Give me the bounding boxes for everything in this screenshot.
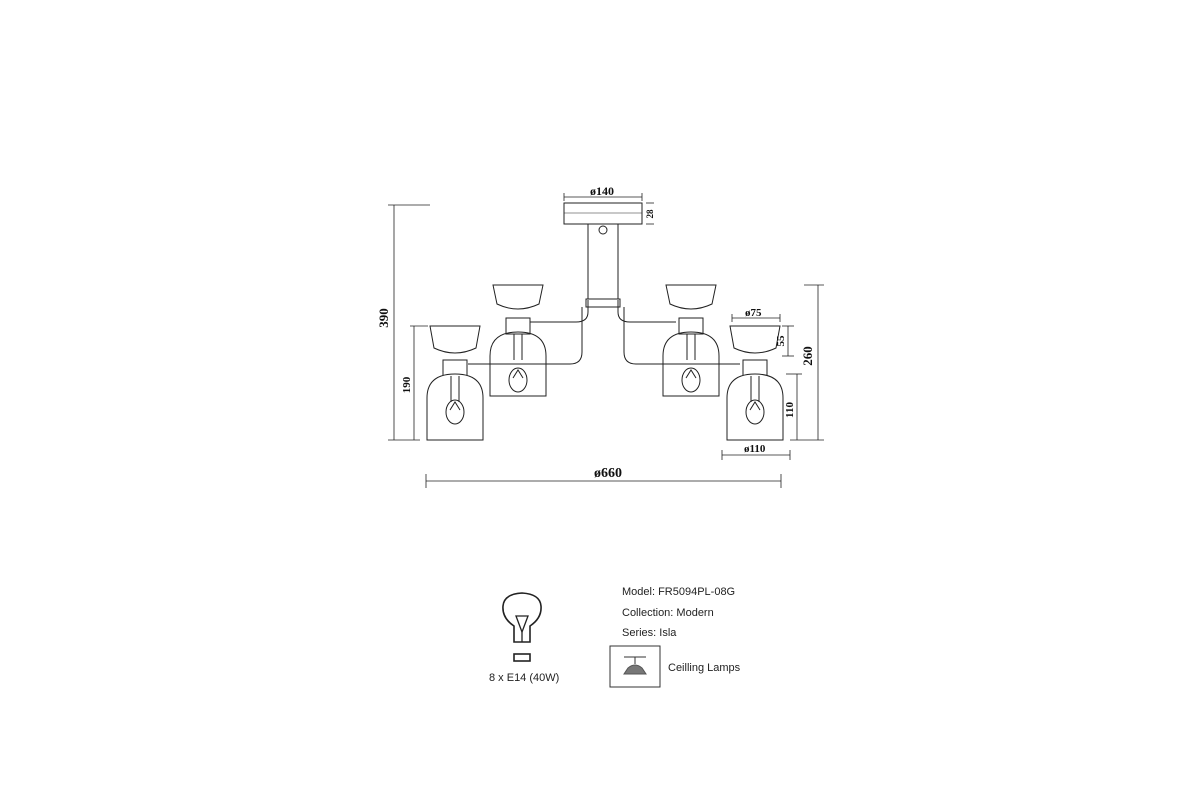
ceiling-lamp-icon [609, 645, 661, 688]
dim-base-diameter: ø140 [590, 184, 614, 198]
lamp-arms [468, 300, 740, 365]
lamp-back-left [489, 284, 547, 397]
light-bulb-icon [502, 592, 542, 662]
dim-top-glass-height: 55 [775, 335, 787, 347]
dim-drop-height: 260 [800, 346, 815, 366]
dim-bottom-glass-height: 110 [784, 402, 796, 418]
bulb-spec-label: 8 x E14 (40W) [489, 672, 560, 684]
dim-top-glass-diameter: ø75 [745, 307, 762, 319]
collection-label: Collection: Modern [622, 607, 714, 619]
ceiling-canopy [563, 202, 643, 225]
dim-bottom-glass-diameter: ø110 [744, 443, 766, 455]
dim-base-height: 28 [645, 209, 655, 219]
central-stem [585, 224, 621, 308]
model-label: Model: FR5094PL-08G [622, 586, 736, 598]
series-label: Series: Isla [622, 627, 677, 639]
lamp-front-right [726, 325, 784, 441]
dim-total-height: 390 [376, 308, 391, 328]
dim-overall-diameter: ø660 [594, 466, 622, 481]
lamp-type-label: Ceilling Lamps [668, 662, 741, 674]
dimension-lines [388, 193, 824, 488]
lamp-back-right [662, 284, 720, 397]
lamp-front-left [426, 325, 484, 441]
dim-lamp-height: 190 [401, 376, 413, 393]
